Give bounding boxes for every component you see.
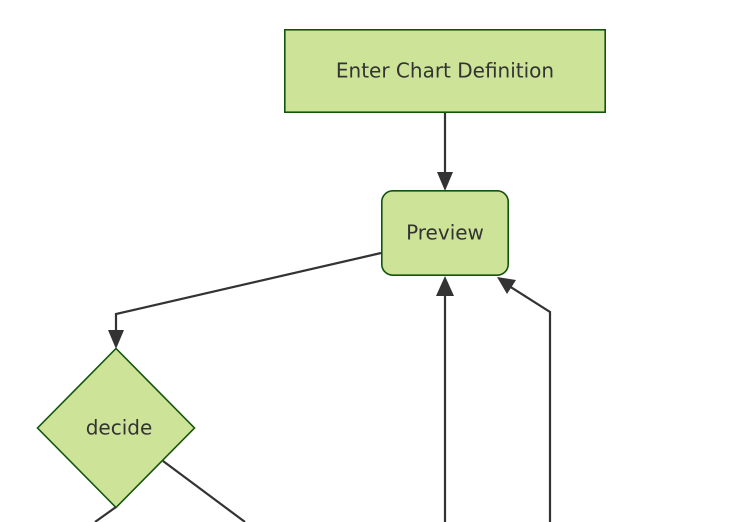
edge-preview-to-decide — [108, 251, 382, 349]
edge-enter-to-preview — [437, 113, 453, 191]
edge-decide-bottom-tail — [94, 506, 117, 522]
edge-preview-to-decide-line — [114, 251, 382, 339]
node-preview-label: Preview — [406, 221, 484, 245]
edge-return-right-to-preview — [497, 277, 552, 522]
node-enter-chart-definition-shape[interactable] — [283, 28, 606, 114]
arrow-head-icon — [108, 330, 124, 349]
node-decide-label: decide — [86, 416, 153, 440]
edge-return-center-to-preview — [436, 276, 454, 522]
edge-decide-bottom-line — [94, 506, 117, 522]
edge-return-right-line — [505, 283, 552, 522]
node-enter-chart-definition[interactable]: Enter Chart Definition — [283, 28, 606, 114]
arrow-head-icon — [497, 277, 516, 294]
edge-decide-right-line — [162, 460, 246, 522]
arrow-head-icon — [437, 172, 453, 191]
arrow-head-icon — [436, 276, 454, 296]
node-preview-shape[interactable] — [380, 190, 509, 277]
edge-decide-right-tail — [162, 460, 246, 522]
node-preview[interactable]: Preview — [380, 190, 509, 277]
node-enter-chart-definition-label: Enter Chart Definition — [336, 59, 554, 83]
node-decide[interactable]: decide — [36, 347, 196, 509]
